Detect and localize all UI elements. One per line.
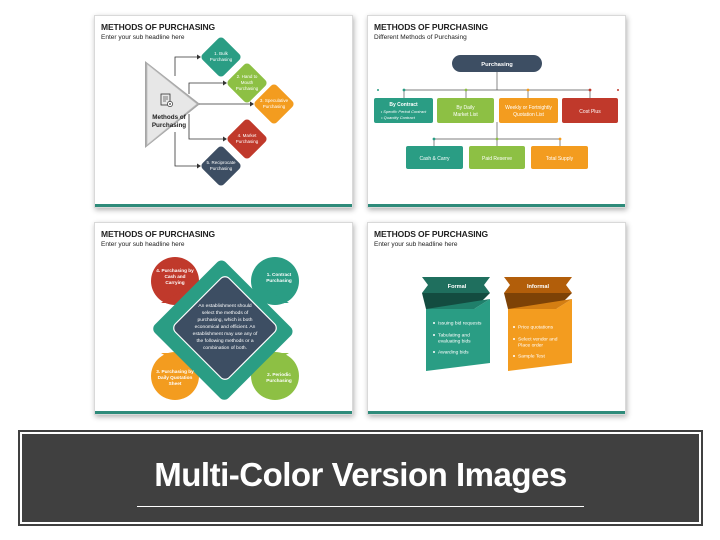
slide-subtitle: Enter your sub headline here — [374, 241, 458, 248]
document-gear-icon — [160, 93, 173, 107]
petal-diagram: An establishment should select the metho… — [151, 257, 299, 400]
connector-1 — [174, 56, 197, 76]
formal-column: Formal — [422, 277, 490, 371]
svg-text:5. Reciprocate: 5. Reciprocate — [206, 160, 236, 165]
svg-text:select the methods of: select the methods of — [202, 310, 249, 316]
svg-text:Purchasing: Purchasing — [266, 278, 292, 283]
slide-title: METHODS OF PURCHASING — [374, 22, 489, 32]
root-node — [452, 55, 542, 72]
connector-4 — [188, 114, 223, 140]
svg-text:Purchasing: Purchasing — [210, 166, 233, 171]
node-total-supply: Total Supply — [531, 146, 588, 169]
svg-text:Purchasing: Purchasing — [236, 139, 259, 144]
svg-text:Carrying: Carrying — [165, 280, 184, 285]
node-by-daily-market-list: By Daily Market List — [437, 98, 494, 123]
formal-informal-diagram: Formal Informal Issuing bid requests Tab… — [422, 277, 572, 371]
multi-color-banner: Multi-Color Version Images — [18, 430, 703, 526]
purchasing-tree-diagram: Purchasing By Contract • Spec — [374, 55, 619, 169]
svg-text:Cash and: Cash and — [164, 274, 185, 279]
svg-text:establishment may use any of: establishment may use any of — [193, 331, 258, 337]
slide-subtitle: Different Methods of Purchasing — [374, 34, 467, 41]
svg-text:purchasing, which is both: purchasing, which is both — [198, 317, 253, 323]
svg-text:3. Speculative: 3. Speculative — [260, 98, 289, 103]
svg-text:Quotation List: Quotation List — [513, 112, 544, 118]
node-cash-carry: Cash & Carry — [406, 146, 463, 169]
diamond-item-4: 4. Market Purchasing — [227, 119, 267, 159]
svg-text:• Quantity Contract: • Quantity Contract — [381, 115, 416, 120]
svg-text:evaluating bids: evaluating bids — [438, 339, 471, 345]
svg-text:Weekly or Fortnightly: Weekly or Fortnightly — [505, 105, 552, 111]
svg-text:By Daily: By Daily — [456, 105, 475, 111]
connector-2 — [188, 82, 223, 94]
svg-text:1. Contract: 1. Contract — [267, 272, 292, 277]
svg-text:Purchasing: Purchasing — [236, 86, 259, 91]
diamond-item-3: 3. Speculative Purchasing — [254, 84, 294, 124]
node-paid-reserve: Paid Reserve — [469, 146, 525, 169]
svg-text:Mouth: Mouth — [241, 80, 254, 85]
svg-text:Tabulating and: Tabulating and — [438, 333, 470, 339]
svg-text:Awarding bids: Awarding bids — [438, 350, 469, 356]
svg-text:An establishment should: An establishment should — [198, 303, 252, 309]
svg-text:Informal: Informal — [527, 284, 550, 290]
node-cost-plus: Cost Plus — [562, 98, 618, 123]
svg-text:2. Hand to: 2. Hand to — [237, 74, 258, 79]
slide-thumbnail-4[interactable]: METHODS OF PURCHASING Enter your sub hea… — [367, 222, 626, 415]
center-label-line-1: Methods of — [152, 114, 186, 121]
node-by-contract: By Contract • Specific Period Contract •… — [374, 98, 433, 123]
svg-text:Purchasing: Purchasing — [263, 104, 286, 109]
methods-diagram: Methods of Purchasing 1. Bulk Purchasing… — [145, 37, 294, 186]
svg-text:Daily Quotation: Daily Quotation — [158, 375, 193, 380]
connector-5 — [174, 132, 197, 167]
svg-text:4. Market: 4. Market — [238, 133, 258, 138]
svg-text:the following methods or a: the following methods or a — [196, 338, 253, 344]
slide-thumbnail-2[interactable]: METHODS OF PURCHASING Different Methods … — [367, 15, 626, 208]
center-text: An establishment should select the metho… — [193, 303, 258, 351]
slide-thumbnail-1[interactable]: METHODS OF PURCHASING Enter your sub hea… — [94, 15, 353, 208]
informal-column: Informal — [504, 277, 572, 371]
svg-text:Select vendor and: Select vendor and — [518, 337, 558, 343]
diamond-item-2: 2. Hand to Mouth Purchasing — [227, 63, 267, 103]
svg-text:Sheet: Sheet — [169, 381, 182, 386]
slide-subtitle: Enter your sub headline here — [101, 241, 185, 248]
svg-text:combination of both.: combination of both. — [203, 345, 247, 351]
slide-thumbnail-3[interactable]: METHODS OF PURCHASING Enter your sub hea… — [94, 222, 353, 415]
svg-text:2. Periodic: 2. Periodic — [267, 372, 291, 377]
svg-text:Purchasing: Purchasing — [266, 378, 292, 383]
slide-title: METHODS OF PURCHASING — [101, 229, 216, 239]
node-weekly-quotation-list: Weekly or Fortnightly Quotation List — [499, 98, 558, 123]
svg-text:1. Bulk: 1. Bulk — [214, 51, 229, 56]
slide-title: METHODS OF PURCHASING — [374, 229, 489, 239]
svg-text:Purchasing: Purchasing — [481, 62, 513, 68]
svg-text:Place order: Place order — [518, 343, 543, 349]
center-label-line-2: Purchasing — [152, 122, 186, 129]
svg-text:Total Supply: Total Supply — [546, 156, 574, 162]
banner-underline — [137, 506, 584, 507]
svg-text:Cost Plus: Cost Plus — [579, 109, 601, 115]
svg-text:Issuing bid requests: Issuing bid requests — [438, 321, 482, 327]
svg-text:3. Purchasing by: 3. Purchasing by — [156, 369, 194, 374]
slide-title: METHODS OF PURCHASING — [101, 22, 216, 32]
diamond-item-1: 1. Bulk Purchasing — [201, 37, 241, 77]
svg-text:economical and efficient. An: economical and efficient. An — [195, 324, 256, 330]
svg-text:Market List: Market List — [453, 112, 478, 118]
svg-text:• Specific Period Contract: • Specific Period Contract — [381, 109, 427, 114]
svg-text:Cash & Carry: Cash & Carry — [419, 156, 450, 162]
svg-text:Sample Test: Sample Test — [518, 354, 545, 360]
center-diamond — [173, 276, 277, 380]
petal-top-right — [251, 257, 299, 305]
slide-subtitle: Enter your sub headline here — [101, 34, 185, 41]
svg-text:Paid Reserve: Paid Reserve — [482, 156, 512, 162]
svg-text:By Contract: By Contract — [389, 102, 418, 108]
svg-text:Price quotations: Price quotations — [518, 325, 554, 331]
svg-text:4. Purchasing by: 4. Purchasing by — [156, 268, 194, 273]
banner-title: Multi-Color Version Images — [154, 456, 567, 493]
svg-text:Formal: Formal — [448, 284, 467, 290]
diamond-item-5: 5. Reciprocate Purchasing — [201, 146, 241, 186]
svg-text:Purchasing: Purchasing — [210, 57, 233, 62]
